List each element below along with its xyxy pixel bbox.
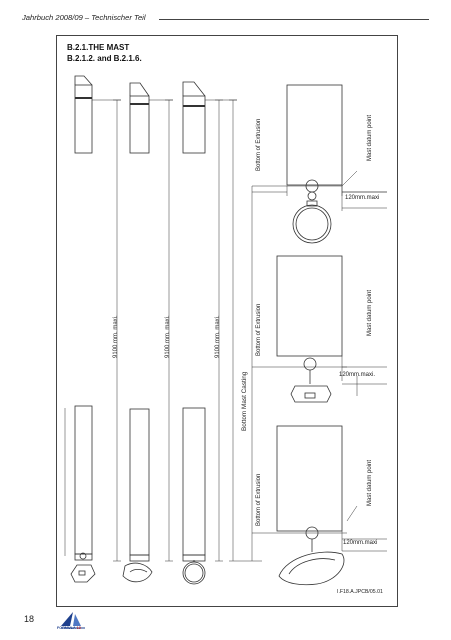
mast-bottom-fittings bbox=[70, 552, 206, 585]
reference-code: I.F18.A.JPCB/05.01 bbox=[337, 589, 383, 595]
dimension-label-3: 120mm.maxi bbox=[343, 540, 378, 546]
dimension-label-1: 120mm.maxi bbox=[345, 195, 380, 201]
bottom-of-extrusion-label-3: Bottom of Extrusion bbox=[256, 473, 262, 526]
figure-subtitle: B.2.1.2. and B.2.1.6. bbox=[67, 54, 142, 63]
figure-title: B.2.1.THE MAST bbox=[67, 43, 130, 52]
mast-3 bbox=[182, 81, 206, 556]
detail-2 bbox=[252, 255, 387, 403]
mast-figure: B.2.1.THE MAST B.2.1.2. and B.2.1.6. bbox=[56, 35, 398, 607]
detail-1 bbox=[252, 84, 387, 244]
bottom-mast-casting-label: Bottom Mast Casting bbox=[241, 371, 248, 431]
mast-length-label-2: 9100 mm. maxi. bbox=[165, 315, 171, 358]
formula-18-logo bbox=[61, 612, 85, 629]
logo-wordmark: FORMULA 18 bbox=[57, 626, 81, 630]
mast-datum-point-label-3: Mast datum point bbox=[367, 459, 373, 506]
header-rule bbox=[159, 19, 429, 20]
detail-3 bbox=[252, 425, 387, 586]
mast-2 bbox=[129, 82, 150, 556]
mast-drawing bbox=[64, 75, 387, 586]
mast-datum-point-label-2: Mast datum point bbox=[367, 289, 373, 336]
mast-1 bbox=[64, 75, 93, 556]
mast-datum-point-label-1: Mast datum point bbox=[367, 114, 373, 161]
mast-length-label-1: 9100 mm. maxi. bbox=[113, 315, 119, 358]
bottom-of-extrusion-label-1: Bottom of Extrusion bbox=[256, 118, 262, 171]
running-header: Jahrbuch 2008/09 – Technischer Teil bbox=[22, 13, 146, 22]
dimension-label-2: 120mm.maxi. bbox=[339, 372, 376, 378]
page-number: 18 bbox=[24, 614, 35, 624]
bottom-of-extrusion-label-2: Bottom of Extrusion bbox=[256, 303, 262, 356]
mast-length-dimensions bbox=[92, 99, 237, 562]
mast-length-label-3: 9100 mm. maxi. bbox=[215, 315, 221, 358]
